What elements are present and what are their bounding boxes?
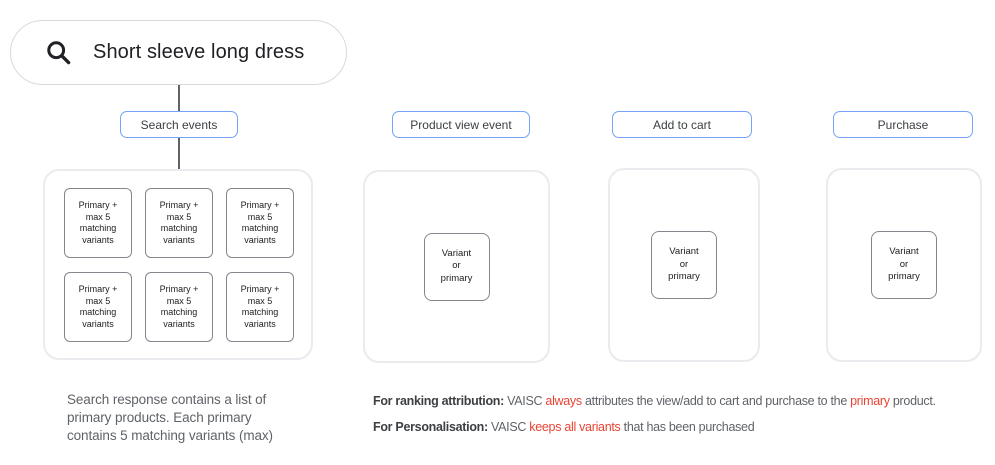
personalisation-note-text: that has been purchased (620, 420, 755, 434)
primary-variants-box: Primary + max 5 matching variants (64, 272, 132, 342)
ranking-note-text: attributes the view/add to cart and purc… (581, 394, 851, 408)
search-query-text: Short sleeve long dress (93, 41, 305, 63)
search-events-container: Primary + max 5 matching variants Primar… (43, 169, 313, 360)
variant-or-primary-box: Variant or primary (651, 231, 717, 299)
personalisation-note-text: VAISC (487, 420, 530, 434)
event-label-search-events: Search events (120, 111, 238, 138)
search-icon (45, 39, 72, 66)
personalisation-note-heading: For Personalisation: (373, 420, 488, 434)
ranking-attribution-note: For ranking attribution: VAISC always at… (373, 394, 936, 408)
search-bar[interactable]: Short sleeve long dress (10, 20, 347, 85)
ranking-note-highlight: primary (850, 394, 890, 408)
ranking-note-text: product. (889, 394, 936, 408)
search-response-note: Search response contains a list of prima… (67, 392, 273, 443)
primary-variants-box: Primary + max 5 matching variants (145, 272, 213, 342)
product-view-container: Variant or primary (363, 170, 550, 363)
ranking-note-heading: For ranking attribution: (373, 394, 504, 408)
event-label-add-to-cart: Add to cart (612, 111, 752, 138)
add-to-cart-container: Variant or primary (608, 168, 760, 362)
event-label-product-view: Product view event (392, 111, 530, 138)
ranking-note-text: VAISC (503, 394, 546, 408)
ranking-note-highlight: always (545, 394, 582, 408)
variant-or-primary-box: Variant or primary (423, 232, 490, 301)
event-label-purchase: Purchase (833, 111, 973, 138)
primary-variants-box: Primary + max 5 matching variants (145, 188, 213, 258)
variant-or-primary-box: Variant or primary (871, 231, 937, 299)
personalisation-note: For Personalisation: VAISC keeps all var… (373, 420, 755, 434)
personalisation-note-highlight: keeps all variants (529, 420, 621, 434)
primary-variants-box: Primary + max 5 matching variants (64, 188, 132, 258)
purchase-container: Variant or primary (826, 168, 982, 362)
primary-variants-box: Primary + max 5 matching variants (226, 272, 294, 342)
primary-variants-box: Primary + max 5 matching variants (226, 188, 294, 258)
